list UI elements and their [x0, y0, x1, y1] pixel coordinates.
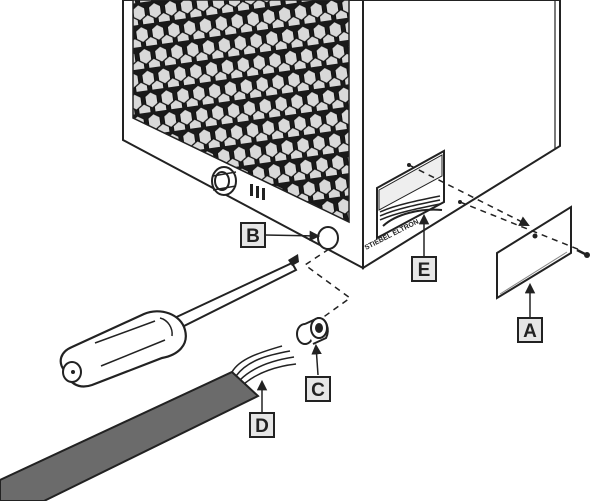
alignment-lines: [303, 164, 581, 322]
knockout-hole: [317, 226, 339, 250]
callout-b: B: [240, 222, 266, 248]
callout-e-label: E: [418, 260, 431, 281]
callout-c-label: C: [311, 380, 325, 401]
callout-a-label: A: [523, 321, 537, 342]
callout-e: E: [411, 256, 437, 282]
strain-relief-bushing: [296, 316, 329, 345]
heater-unit: STIEBEL ELTRON: [122, 0, 561, 270]
screw: [576, 248, 590, 258]
control-knob: [211, 166, 237, 196]
wiring-compartment: [376, 149, 462, 240]
heater-grille: [132, 0, 350, 224]
cover-plate: [496, 205, 590, 300]
callout-d-label: D: [255, 416, 269, 437]
callout-d: D: [249, 412, 275, 438]
callout-a: A: [517, 317, 543, 343]
callout-c: C: [305, 376, 331, 402]
screwdriver: [59, 254, 299, 388]
power-cable: [0, 345, 297, 501]
indicator-bars: [250, 184, 265, 200]
callout-b-label: B: [246, 226, 260, 247]
callout-leaders: [256, 213, 536, 413]
